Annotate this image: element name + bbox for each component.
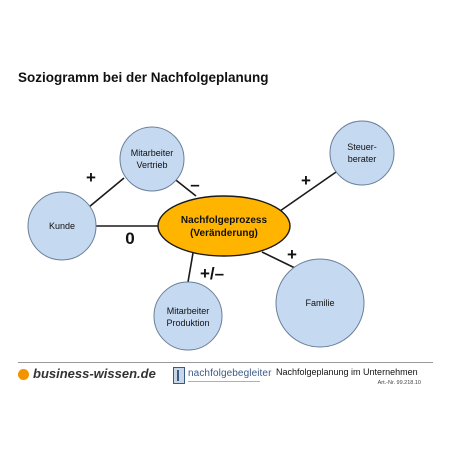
node-mitarbeiter-vertrieb	[119, 126, 185, 192]
sign-familie-center: +	[287, 245, 297, 264]
link-produktion-center	[187, 252, 194, 283]
article-number: Art.-Nr. 99.218.10	[377, 380, 421, 386]
sign-kunde-center: 0	[125, 229, 134, 248]
sign-steuerberater-center: +	[301, 171, 311, 190]
sign-kunde-vertrieb: +	[86, 168, 96, 187]
vertrieb-label-line1: Mitarbeiter	[131, 148, 174, 158]
steuerberater-label-line1: Steuer-	[347, 142, 377, 152]
footer-caption: Nachfolgeplanung im Unternehmen	[276, 367, 418, 377]
vertrieb-label-line2: Vertrieb	[136, 160, 167, 170]
brand-logo: business-wissen.de	[33, 366, 156, 381]
link-kunde-vertrieb	[88, 177, 125, 208]
sign-vertrieb-center: –	[190, 175, 199, 194]
center-node-nachfolgeprozess	[157, 195, 291, 257]
link-familie-center	[261, 251, 298, 270]
brand-dot-icon	[18, 369, 29, 380]
footer-divider	[18, 362, 433, 363]
center-label-line2: (Veränderung)	[190, 228, 258, 239]
slide-title: Soziogramm bei der Nachfolgeplanung	[18, 70, 269, 85]
node-familie	[275, 258, 365, 348]
steuerberater-label-line2: berater	[348, 154, 377, 164]
produktion-label-line2: Produktion	[166, 318, 209, 328]
kunde-label: Kunde	[49, 221, 75, 231]
node-steuerberater	[329, 120, 395, 186]
partner-logo-underline	[188, 381, 260, 382]
node-mitarbeiter-produktion	[153, 281, 223, 351]
sign-produktion-center: +/–	[200, 264, 224, 283]
partner-logo-icon	[173, 367, 185, 384]
partner-logo-text: nachfolgebegleiter	[188, 368, 272, 379]
familie-label: Familie	[305, 298, 334, 308]
link-steuerberater-center	[279, 169, 340, 212]
produktion-label-line1: Mitarbeiter	[167, 306, 210, 316]
node-kunde	[27, 191, 97, 261]
center-label-line1: Nachfolgeprozess	[181, 215, 268, 226]
